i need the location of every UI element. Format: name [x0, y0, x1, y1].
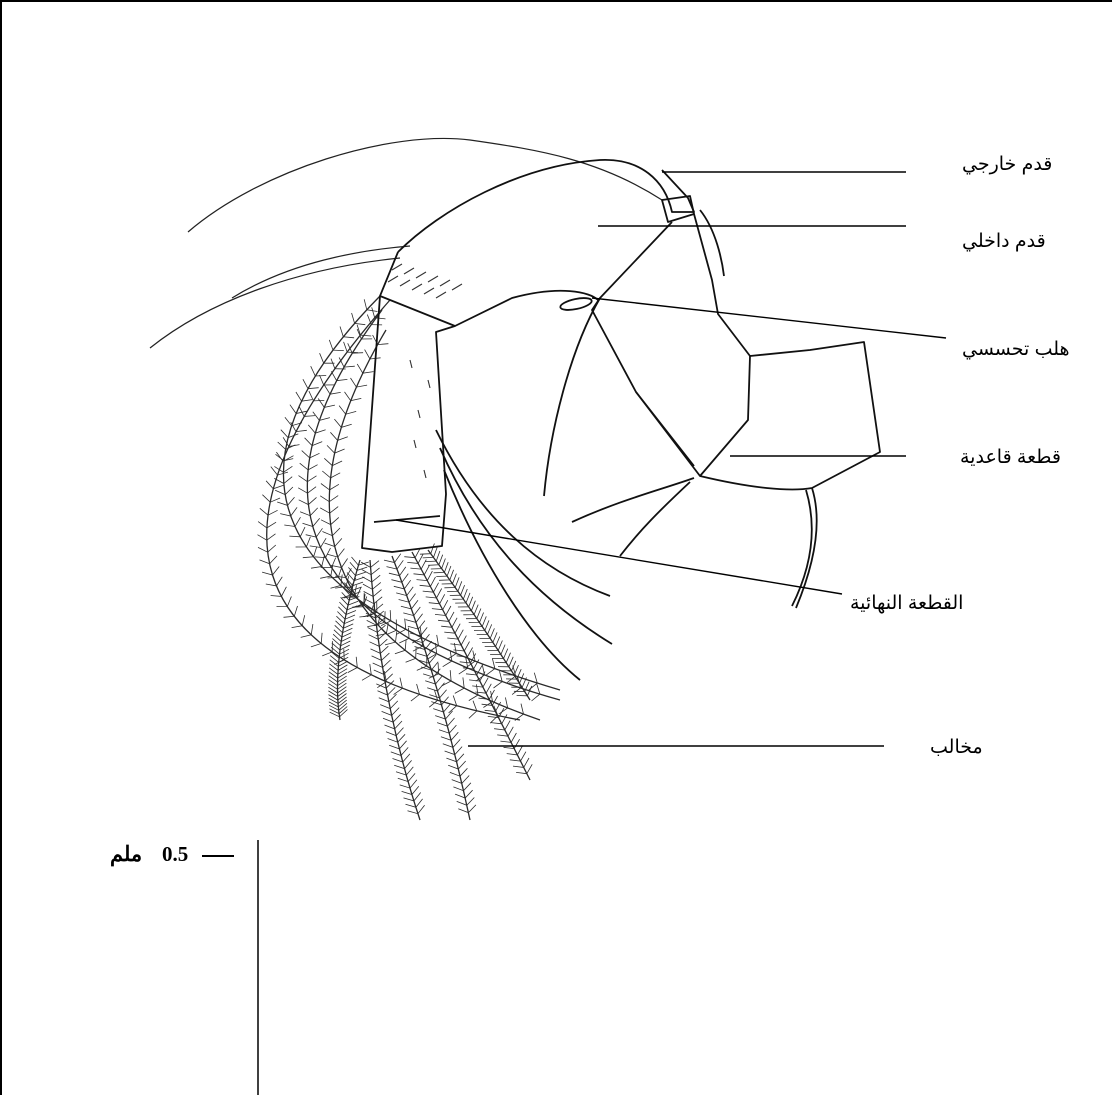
plumose-seta — [307, 310, 560, 700]
hatching — [388, 264, 462, 478]
seta-barbs — [361, 561, 425, 814]
seta-barbs — [328, 557, 368, 717]
seta-barbs — [274, 299, 537, 690]
terminal-segment-shape — [362, 296, 455, 552]
label-terminal-segment: القطعة النهائية — [850, 594, 963, 613]
leader-sensory-hair — [592, 298, 946, 338]
plumose-seta — [283, 296, 560, 690]
plumose-seta — [267, 300, 520, 720]
plumose-setae — [258, 296, 561, 820]
seta-barbs — [384, 554, 476, 813]
label-basal-segment: قطعة قاعدية — [960, 448, 1061, 467]
label-claws: مخالب — [930, 738, 983, 757]
leader-terminal-segment — [396, 520, 842, 594]
plumose-seta — [329, 330, 540, 720]
seta-barbs — [298, 315, 540, 702]
label-inner-foot: قدم داخلي — [962, 232, 1046, 251]
appendage-outline — [362, 160, 880, 680]
seta-barbs — [404, 548, 532, 774]
plumose-seta — [370, 560, 420, 820]
seta-barbs — [258, 307, 498, 723]
sensory-hair-shape — [559, 296, 592, 312]
scale-bar-unit: ملم — [110, 844, 142, 865]
outer-foot-shape — [398, 160, 694, 252]
label-outer-foot: قدم خارجي — [962, 155, 1052, 174]
inner-foot-shape — [592, 214, 880, 490]
label-sensory-hair: هلب تحسسي — [962, 340, 1070, 359]
scale-bar-value: 0.5 — [162, 844, 188, 865]
